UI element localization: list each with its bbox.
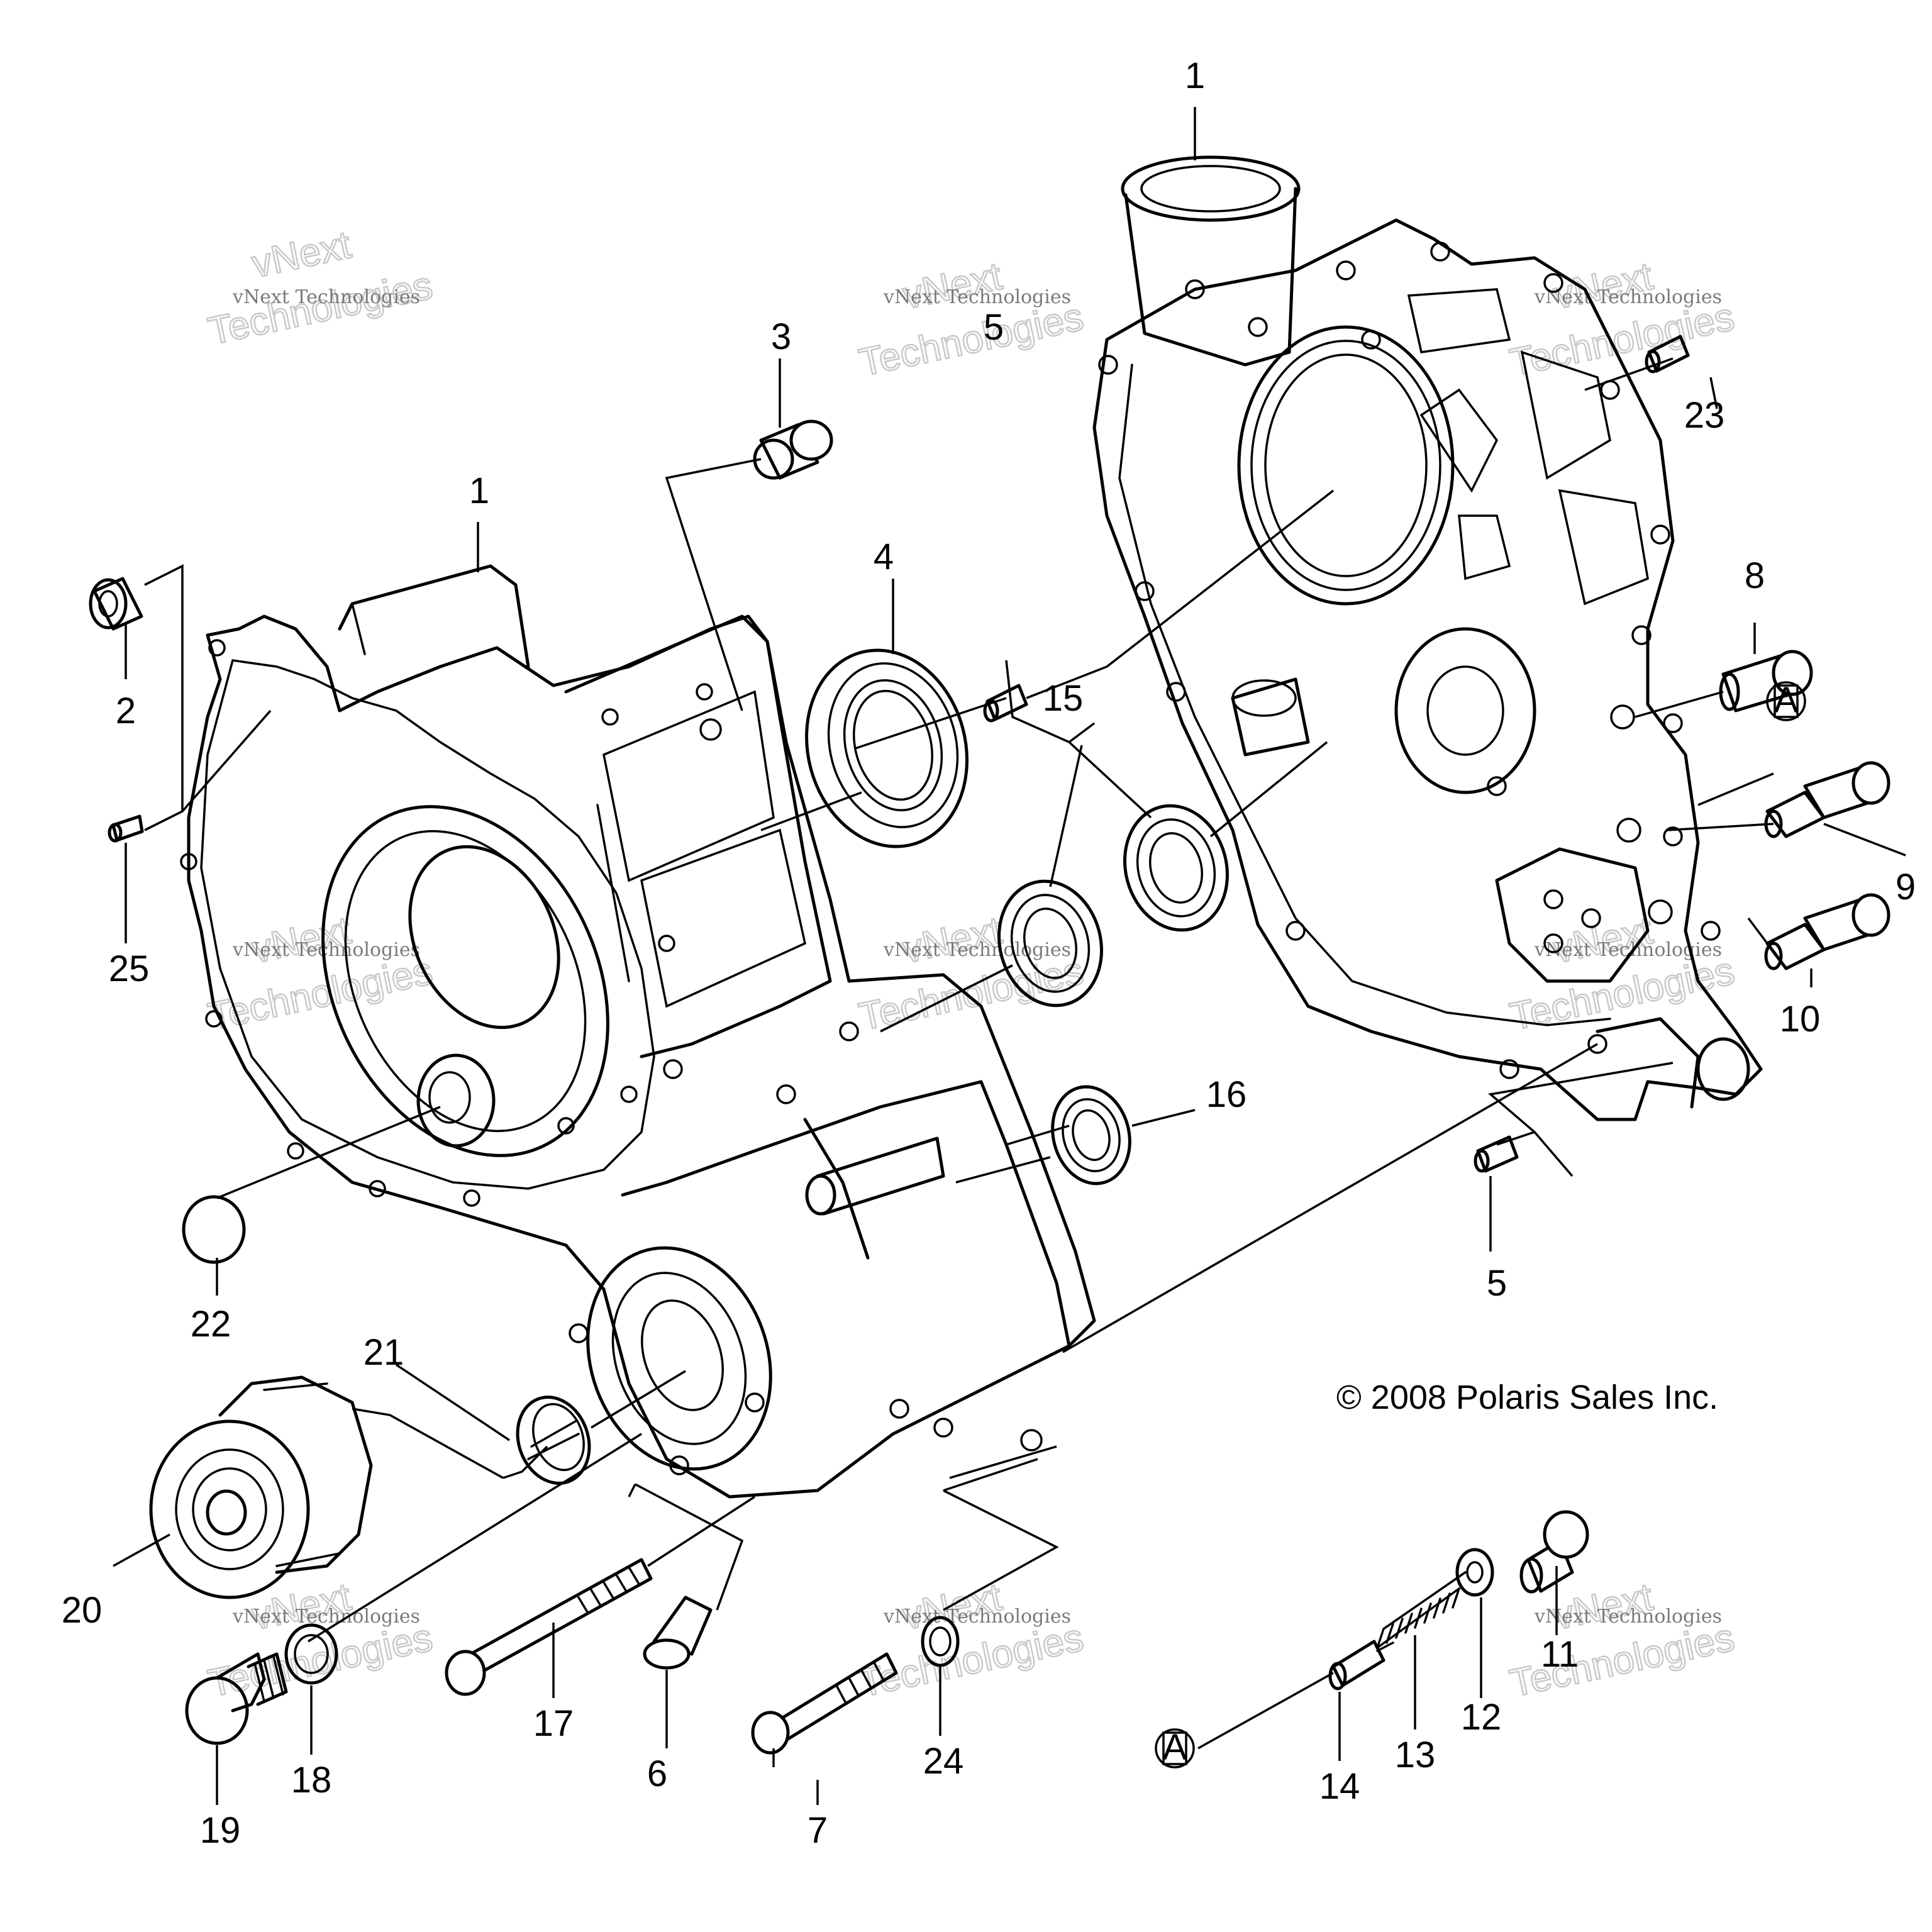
callout-5-bottom: 5 xyxy=(1487,1263,1507,1304)
callout-17: 17 xyxy=(533,1703,574,1744)
part-22-plug xyxy=(182,1195,246,1264)
left-crankcase-half xyxy=(180,564,1096,1499)
callout-18: 18 xyxy=(291,1760,332,1801)
watermark-big-technologies: Technologies xyxy=(1506,295,1738,385)
callout-14: 14 xyxy=(1319,1766,1360,1807)
callout-22: 22 xyxy=(191,1304,231,1345)
watermark-big-vnext: vNext xyxy=(248,223,355,286)
callout-15: 15 xyxy=(1043,678,1084,719)
callout-23: 23 xyxy=(1684,395,1725,436)
part-3-bushing xyxy=(753,419,833,480)
callout-10: 10 xyxy=(1780,999,1821,1040)
part-5-dowel-bottom xyxy=(1474,1135,1519,1173)
callout-20: 20 xyxy=(62,1590,103,1631)
watermark-top-center: vNext Technologies xyxy=(855,254,1088,386)
callout-12: 12 xyxy=(1461,1697,1502,1738)
callout-1-right: 1 xyxy=(1185,55,1205,96)
part-17-long-bolt xyxy=(445,1558,653,1696)
reference-marker-a-bottom: A xyxy=(1155,1727,1195,1768)
callout-9: 9 xyxy=(1896,867,1916,908)
part-15-bearing-pair xyxy=(997,804,1229,1008)
watermark-top-left: vNext Technologies xyxy=(204,223,437,355)
watermark-small: vNext Technologies xyxy=(883,939,1071,961)
copyright-notice: © 2008 Polaris Sales Inc. xyxy=(1336,1379,1718,1416)
callout-1-left: 1 xyxy=(469,470,489,511)
part-25-dowel-pin xyxy=(108,814,144,843)
callout-21: 21 xyxy=(364,1332,404,1373)
marker-a-bottom-label: A xyxy=(1163,1727,1187,1768)
part-14-valve xyxy=(1328,1640,1394,1690)
callout-11: 11 xyxy=(1541,1634,1579,1675)
callout-labels: 1 1 2 3 4 5 5 6 7 8 9 10 11 12 13 14 15 … xyxy=(62,55,1916,1851)
watermark-bottom-right: vNext Technologies xyxy=(1506,1575,1739,1707)
part-10-fitting xyxy=(1764,893,1890,970)
part-20-rotor xyxy=(149,1375,373,1599)
watermark-small: vNext Technologies xyxy=(232,286,420,308)
watermark-big-technologies: Technologies xyxy=(855,295,1087,385)
marker-a-top-label: A xyxy=(1774,680,1799,721)
part-9-fitting xyxy=(1764,761,1890,838)
part-2-bushing xyxy=(89,577,143,631)
watermark-small: vNext Technologies xyxy=(883,286,1071,308)
part-21-seal xyxy=(516,1396,591,1485)
part-13-spring xyxy=(1376,1571,1467,1649)
part-6-pin xyxy=(643,1596,713,1670)
watermark-small: vNext Technologies xyxy=(1534,1606,1722,1628)
watermark-mid-left: vNext Technologies xyxy=(204,908,437,1040)
part-16-bearing xyxy=(1051,1085,1131,1185)
part-18-washer xyxy=(284,1623,338,1685)
watermark-mid-center: vNext Technologies xyxy=(855,908,1088,1040)
watermark-small: vNext Technologies xyxy=(1534,286,1722,308)
part-7-bolt xyxy=(751,1652,898,1755)
watermark-top-right: vNext Technologies xyxy=(1506,254,1739,386)
right-crankcase-half xyxy=(1092,155,1763,1121)
watermark-small: vNext Technologies xyxy=(232,1606,420,1628)
callout-5-top: 5 xyxy=(984,307,1004,348)
watermark-big-technologies: Technologies xyxy=(204,949,436,1039)
callout-16: 16 xyxy=(1206,1074,1247,1115)
callout-4: 4 xyxy=(874,536,894,577)
part-11-plug-bolt xyxy=(1519,1510,1589,1594)
callout-24: 24 xyxy=(923,1741,964,1782)
callout-25: 25 xyxy=(109,948,150,989)
part-12-washer xyxy=(1455,1548,1494,1597)
callout-8: 8 xyxy=(1745,555,1765,596)
callout-19: 19 xyxy=(200,1810,241,1851)
watermarks: vNext Technologies vNext Technologies vN… xyxy=(204,223,1739,1707)
callout-6: 6 xyxy=(647,1753,667,1794)
leader-lines xyxy=(113,107,1906,1805)
callout-7: 7 xyxy=(808,1810,828,1851)
watermark-small: vNext Technologies xyxy=(232,939,420,961)
callout-13: 13 xyxy=(1395,1735,1436,1775)
part-5-dowel-top xyxy=(983,684,1028,723)
part-24-washer xyxy=(921,1616,960,1667)
watermark-big-technologies: Technologies xyxy=(204,1616,436,1706)
reference-marker-a-top: A xyxy=(1766,680,1806,721)
watermark-big-technologies: Technologies xyxy=(204,264,436,353)
part-19-drain-plug xyxy=(185,1652,288,1745)
part-4-bearing xyxy=(805,648,969,848)
watermark-small: vNext Technologies xyxy=(883,1606,1071,1628)
callout-3: 3 xyxy=(771,316,791,357)
callout-2: 2 xyxy=(116,691,136,731)
